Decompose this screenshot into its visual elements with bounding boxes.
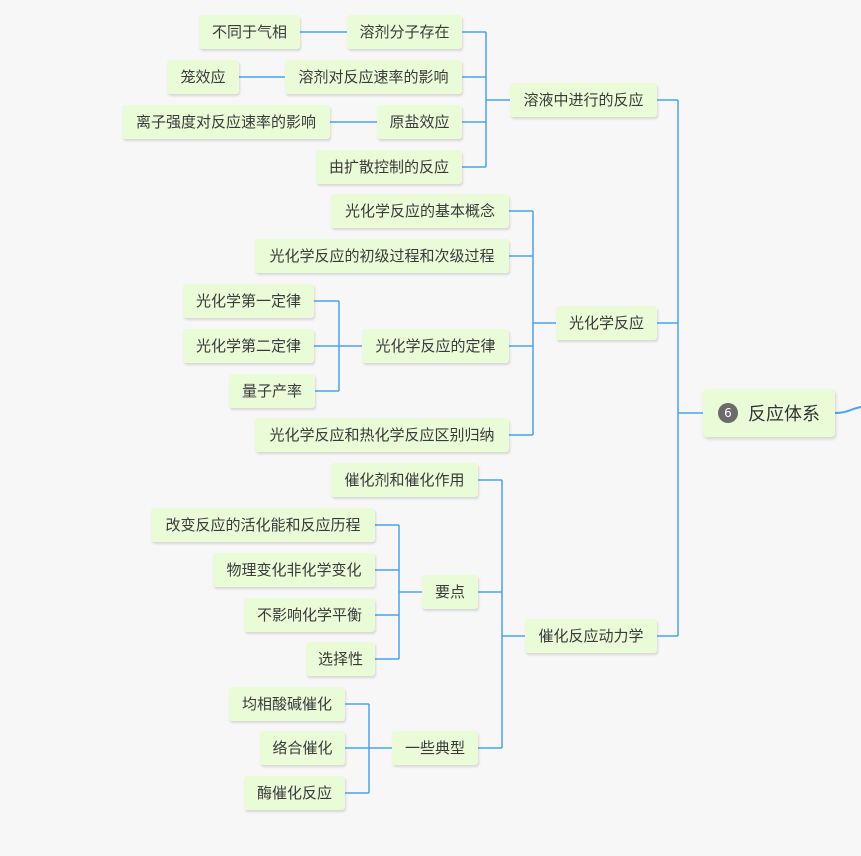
subtopic[interactable]: 催化剂和催化作用 xyxy=(331,463,478,497)
detail-topic[interactable]: 光化学第二定律 xyxy=(183,329,314,363)
subtopic[interactable]: 光化学反应的定律 xyxy=(362,329,509,363)
subtopic[interactable]: 原盐效应 xyxy=(377,105,462,139)
priority-badge-icon: 6 xyxy=(718,403,738,423)
detail-topic[interactable]: 不同于气相 xyxy=(199,15,300,49)
detail-topic[interactable]: 离子强度对反应速率的影响 xyxy=(122,105,330,139)
root-topic[interactable]: 6 反应体系 xyxy=(703,389,835,437)
subtopic[interactable]: 光化学反应的初级过程和次级过程 xyxy=(255,239,509,273)
detail-topic[interactable]: 不影响化学平衡 xyxy=(244,598,375,632)
branch-topic[interactable]: 催化反应动力学 xyxy=(525,619,657,653)
detail-topic[interactable]: 光化学第一定律 xyxy=(183,284,314,318)
branch-topic[interactable]: 溶液中进行的反应 xyxy=(510,83,657,117)
subtopic[interactable]: 溶剂对反应速率的影响 xyxy=(285,60,462,94)
detail-topic[interactable]: 改变反应的活化能和反应历程 xyxy=(151,508,375,542)
detail-topic[interactable]: 酶催化反应 xyxy=(244,776,345,810)
subtopic[interactable]: 由扩散控制的反应 xyxy=(316,150,462,184)
detail-topic[interactable]: 物理变化非化学变化 xyxy=(213,553,375,587)
detail-topic[interactable]: 络合催化 xyxy=(260,731,345,765)
subtopic[interactable]: 溶剂分子存在 xyxy=(347,15,462,49)
root-topic-label: 反应体系 xyxy=(748,404,820,425)
subtopic[interactable]: 光化学反应和热化学反应区别归纳 xyxy=(255,418,509,452)
branch-topic[interactable]: 光化学反应 xyxy=(556,306,657,340)
subtopic[interactable]: 光化学反应的基本概念 xyxy=(331,194,509,228)
detail-topic[interactable]: 选择性 xyxy=(306,642,375,676)
detail-topic[interactable]: 均相酸碱催化 xyxy=(229,687,345,721)
connector-line xyxy=(834,406,861,414)
subtopic[interactable]: 要点 xyxy=(422,575,478,609)
detail-topic[interactable]: 笼效应 xyxy=(167,60,239,94)
detail-topic[interactable]: 量子产率 xyxy=(229,374,315,408)
subtopic[interactable]: 一些典型 xyxy=(392,731,478,765)
